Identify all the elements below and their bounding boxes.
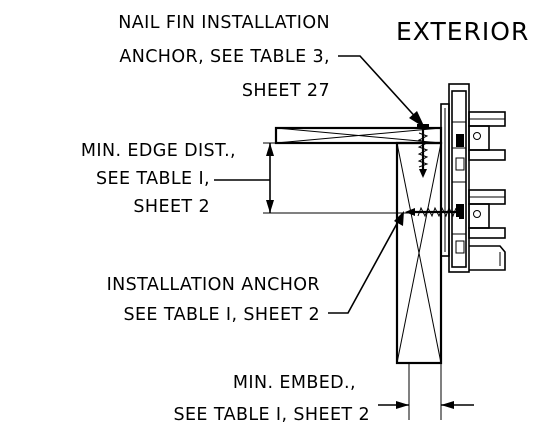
embed-dimension (378, 364, 474, 420)
edge-distance-callout: MIN. EDGE DIST., SEE TABLE I, SHEET 2 (81, 141, 270, 217)
embed-callout-line-2: SEE TABLE I, SHEET 2 (173, 405, 370, 425)
frame-sill-lip (469, 245, 506, 271)
vertical-wood-member (395, 141, 443, 365)
top-wood-member (274, 126, 443, 145)
exterior-label: EXTERIOR (396, 17, 529, 46)
edge-distance-callout-line-3: SHEET 2 (133, 197, 210, 217)
embed-callout: MIN. EMBED., SEE TABLE I, SHEET 2 (173, 373, 370, 425)
embed-arrow-left (396, 401, 409, 409)
window-frame-extrusion (440, 83, 506, 273)
edge-distance-dimension (263, 142, 410, 214)
nail-fin-leader-arrowhead (409, 111, 425, 128)
nail-fin-callout-line-2: ANCHOR, SEE TABLE 3, (119, 47, 330, 67)
embed-callout-line-1: MIN. EMBED., (233, 373, 356, 393)
installation-anchor-callout-line-2: SEE TABLE I, SHEET 2 (123, 305, 320, 325)
edge-distance-callout-line-1: MIN. EDGE DIST., (81, 141, 236, 161)
edge-distance-arrow-bottom (266, 200, 274, 213)
edge-distance-callout-line-2: SEE TABLE I, (96, 169, 210, 189)
nail-fin-callout-line-1: NAIL FIN INSTALLATION (118, 13, 330, 33)
nail-fin-screw (417, 124, 429, 178)
installation-anchor-leader-line (328, 217, 401, 314)
edge-distance-arrow-top (266, 143, 274, 156)
frame-main-body (448, 83, 470, 273)
embed-arrow-right (441, 401, 454, 409)
installation-anchor-callout: INSTALLATION ANCHOR SEE TABLE I, SHEET 2 (107, 211, 404, 325)
nail-fin-callout-line-3: SHEET 27 (242, 81, 330, 101)
installation-anchor-leader-arrowhead (394, 211, 404, 226)
nail-fin-leader-line (338, 55, 421, 123)
installation-anchor-screw (405, 206, 464, 219)
installation-anchor-callout-line-1: INSTALLATION ANCHOR (107, 275, 320, 295)
nail-fin-callout: NAIL FIN INSTALLATION ANCHOR, SEE TABLE … (118, 13, 425, 128)
